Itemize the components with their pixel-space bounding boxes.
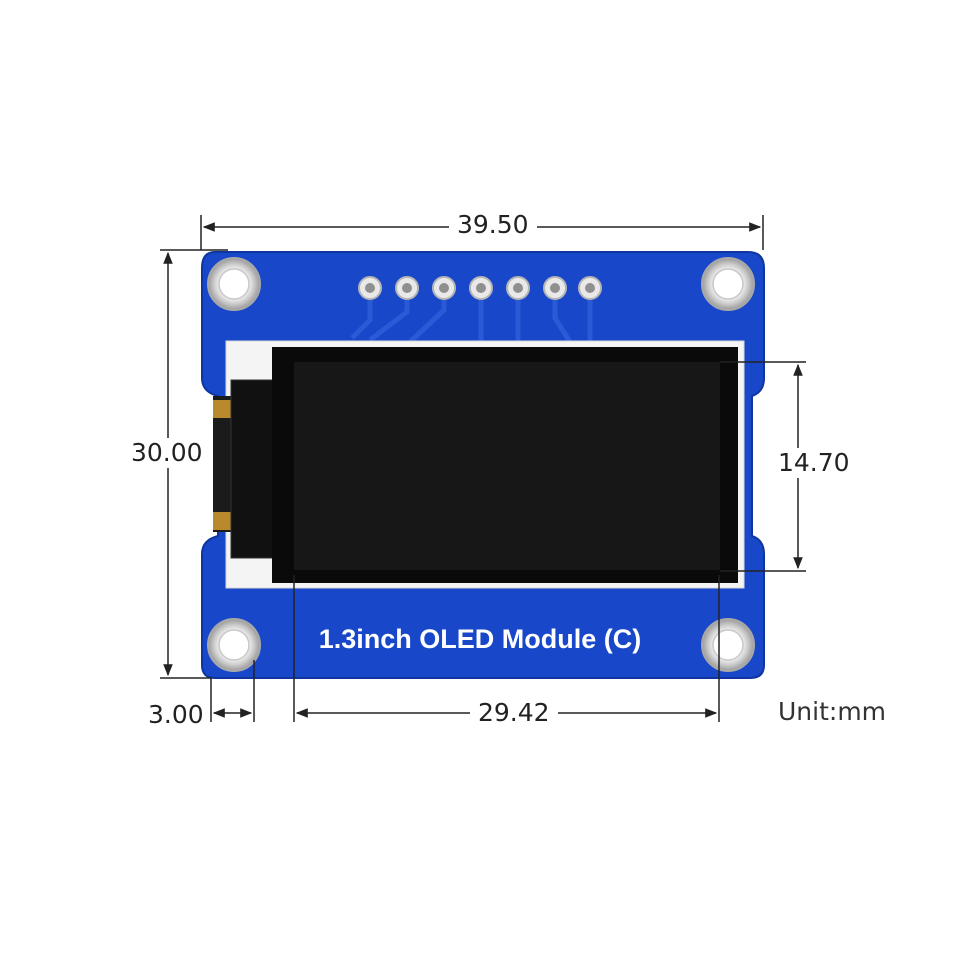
- dimension-width-label: 39.50: [449, 210, 537, 240]
- flex-connector: [213, 379, 276, 559]
- dimension-height-label: 30.00: [128, 438, 206, 468]
- mounting-hole-bottom-right: [701, 618, 755, 672]
- board-label: 1.3inch OLED Module (C): [318, 624, 642, 654]
- dimension-hole-offset: [210, 660, 255, 722]
- pin-2: [395, 276, 419, 300]
- pin-5: [506, 276, 530, 300]
- pin-6: [543, 276, 567, 300]
- dimension-display-width-label: 29.42: [470, 698, 558, 728]
- oled-active-area: [294, 362, 720, 570]
- dimension-hole-offset-label: 3.00: [146, 700, 206, 730]
- mounting-hole-top-left: [207, 257, 261, 311]
- mounting-hole-bottom-left: [207, 618, 261, 672]
- header-pins: [358, 276, 602, 300]
- pin-7: [578, 276, 602, 300]
- unit-label: Unit:mm: [778, 697, 887, 726]
- dimension-display-height-label: 14.70: [774, 448, 854, 478]
- pin-4: [469, 276, 493, 300]
- mounting-hole-top-right: [701, 257, 755, 311]
- pin-1: [358, 276, 382, 300]
- pin-3: [432, 276, 456, 300]
